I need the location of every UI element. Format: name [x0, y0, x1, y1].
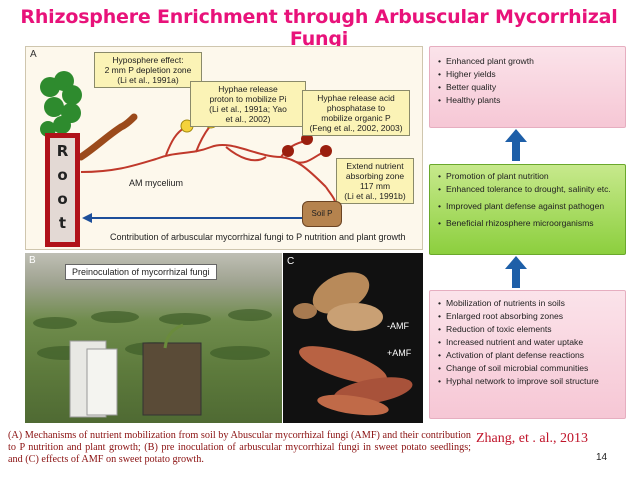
minus-amf-label: -AMF: [387, 321, 409, 331]
am-mycelium-label: AM mycelium: [129, 178, 184, 188]
plus-amf-label: +AMF: [387, 348, 412, 358]
mechanisms-box: Mobilization of nutrients in soils Enlar…: [429, 290, 626, 419]
figure-caption: (A) Mechanisms of nutrient mobilization …: [8, 430, 471, 465]
outcomes-box: Enhanced plant growth Higher yields Bett…: [429, 46, 626, 128]
callout-extend-zone: Extend nutrient absorbing zone 117 mm (L…: [336, 158, 414, 204]
panel-b-photo: B Preinoculation of mycorrhizal fungi: [25, 253, 282, 423]
panel-a-diagram: A Hyposphere effect: 2 mm P depletion zo…: [25, 46, 423, 250]
root-box: R o o t: [45, 133, 80, 247]
panel-b-label: Preinoculation of mycorrhizal fungi: [65, 264, 217, 280]
panel-a-letter: A: [30, 49, 37, 60]
list-item: Healthy plants: [436, 95, 619, 106]
panel-b-letter: B: [29, 255, 36, 266]
list-item: Improved plant defense against pathogen: [436, 201, 619, 212]
up-arrow-icon: [505, 129, 527, 161]
list-item: Enhanced tolerance to drought, salinity …: [436, 184, 619, 195]
up-arrow-icon: [505, 256, 527, 288]
callout-hyposphere: Hyposphere effect: 2 mm P depletion zone…: [94, 52, 202, 88]
list-item: Beneficial rhizosphere microorganisms: [436, 218, 619, 229]
list-item: Hyphal network to improve soil structure: [436, 376, 619, 387]
callout-acid-phosphatase: Hyphae release acid phosphatase to mobil…: [302, 90, 410, 136]
panel-a-illustration: [40, 71, 337, 223]
callout-proton-release: Hyphae release proton to mobilize Pi (Li…: [190, 81, 306, 127]
field-photo-illustration: [33, 309, 272, 418]
sweet-potato-illustration: [293, 272, 413, 416]
list-item: Promotion of plant nutrition: [436, 171, 619, 182]
list-item: Enhanced plant growth: [436, 56, 619, 67]
page-number: 14: [596, 452, 608, 463]
root-letter: R: [56, 142, 69, 160]
panel-c-letter: C: [287, 256, 295, 267]
root-letter: t: [58, 214, 67, 232]
root-letter: o: [57, 166, 68, 184]
list-item: Higher yields: [436, 69, 619, 80]
panel-a-caption: Contribution of arbuscular mycorrhizal f…: [110, 232, 406, 242]
list-item: Better quality: [436, 82, 619, 93]
list-item: Enlarged root absorbing zones: [436, 311, 619, 322]
list-item: Activation of plant defense reactions: [436, 350, 619, 361]
list-item: Change of soil microbial communities: [436, 363, 619, 374]
slide-title: Rhizosphere Enrichment through Arbuscula…: [20, 6, 618, 50]
root-letter: o: [57, 190, 68, 208]
list-item: Increased nutrient and water uptake: [436, 337, 619, 348]
soil-p-label: Soil P: [302, 201, 342, 227]
panel-c-photo: C -AMF +AMF: [283, 253, 423, 423]
benefits-box: Promotion of plant nutrition Enhanced to…: [429, 164, 626, 255]
list-item: Mobilization of nutrients in soils: [436, 298, 619, 309]
list-item: Reduction of toxic elements: [436, 324, 619, 335]
citation: Zhang, et . al., 2013: [476, 431, 588, 446]
